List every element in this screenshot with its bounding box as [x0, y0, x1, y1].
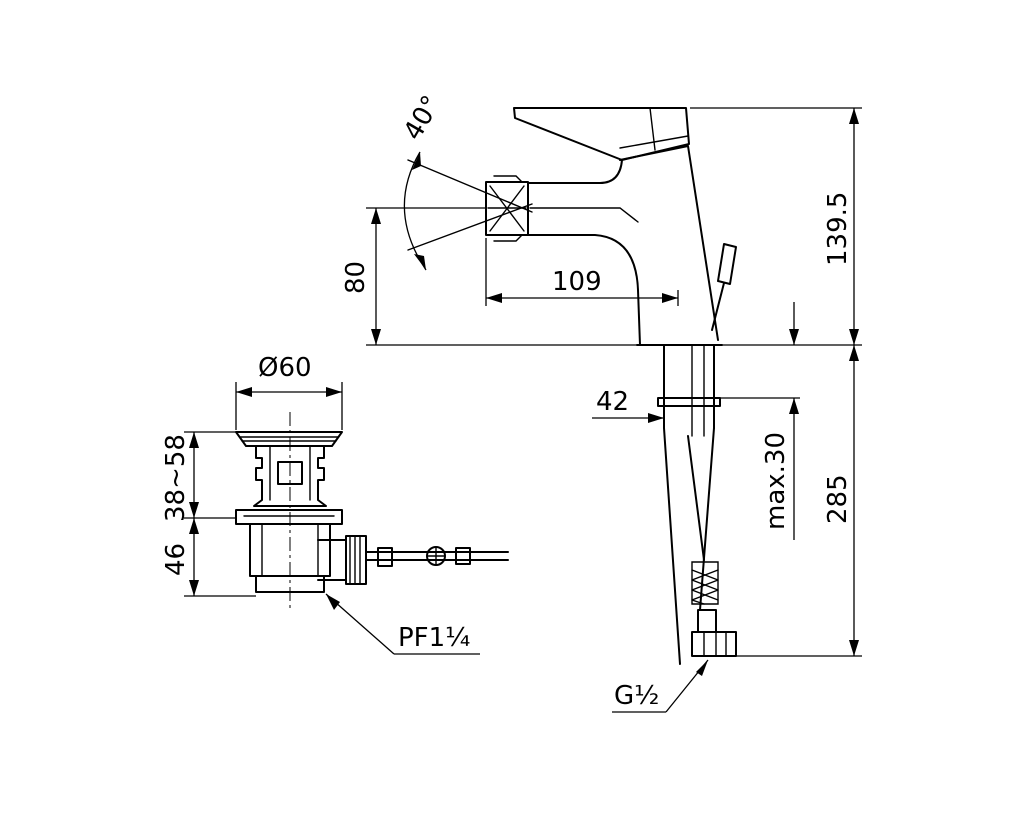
faucet-dimensions	[366, 107, 862, 713]
spray-angle-label: 40°	[398, 91, 447, 146]
spout-height-label: 80	[341, 261, 371, 294]
faucet-height-label: 139.5	[823, 192, 853, 266]
max-deck-label: max.30	[761, 432, 791, 530]
supply-thread-label: G½	[614, 681, 659, 711]
drain-body-label: 46	[161, 543, 191, 576]
drain-diameter-label: Ø60	[258, 353, 312, 383]
hose-length-label: 285	[823, 474, 853, 524]
faucet-drawing	[485, 107, 737, 665]
drain-range-label: 38~58	[161, 434, 191, 522]
drain-thread-label: PF1¼	[398, 623, 470, 653]
spout-reach-label: 109	[552, 267, 602, 297]
base-width-label: 42	[596, 387, 629, 417]
waste-dimensions	[184, 382, 480, 655]
waste-drawing	[235, 412, 509, 612]
